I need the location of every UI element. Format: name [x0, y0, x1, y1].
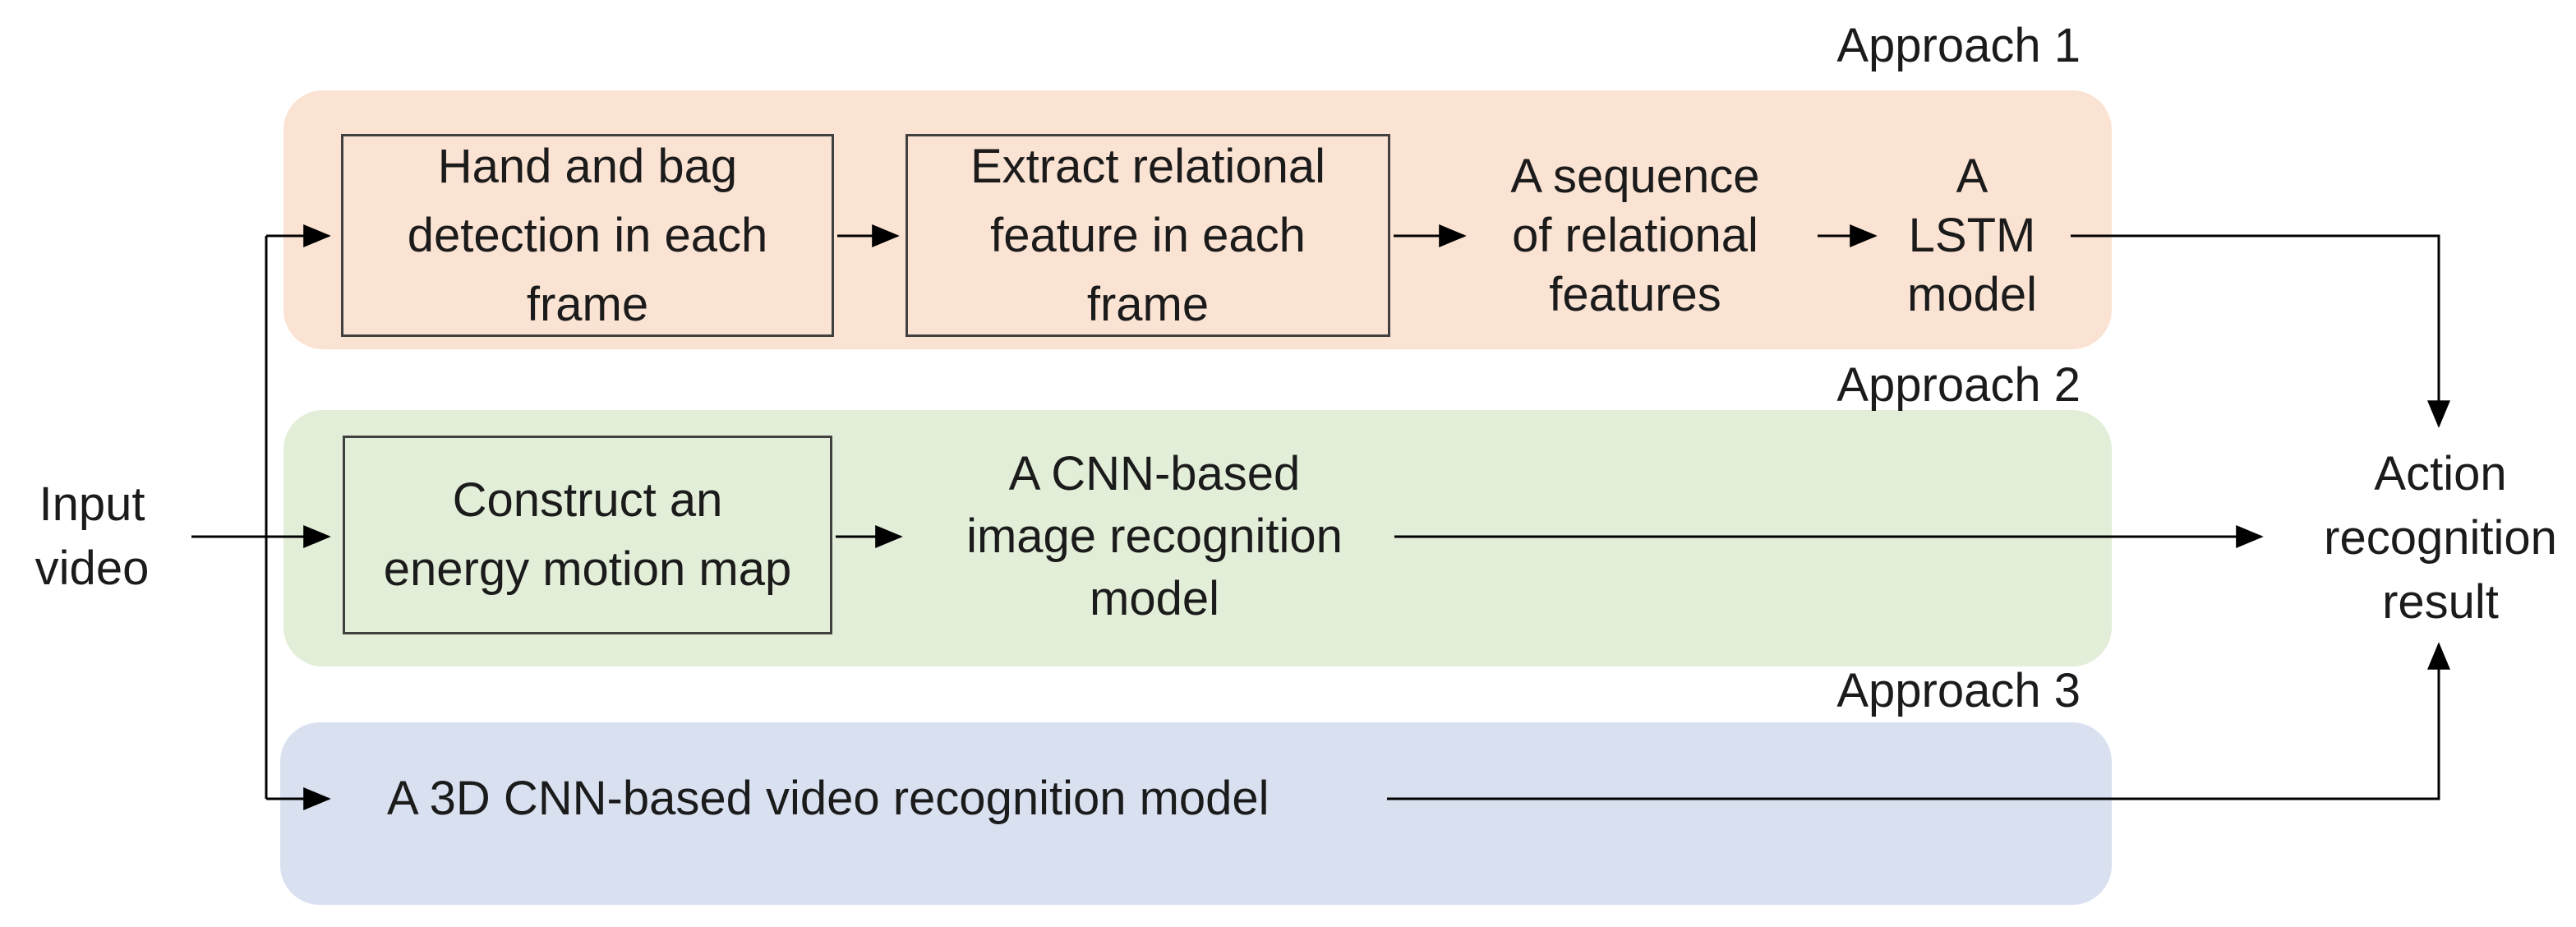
panel-approach-2 [283, 410, 2112, 666]
approach-1-label: Approach 1 [1836, 19, 2081, 72]
step-text-lstm-model: A LSTM model [1907, 150, 2037, 321]
step-box-hand-bag-detection: Hand and bag detection in each frame [341, 134, 834, 337]
step-box-hand-bag-detection-text: Hand and bag detection in each frame [407, 139, 768, 331]
arrow-lstm-to-result [2071, 234, 2450, 428]
step-text-cnn-image-recognition-model: A CNN-based image recognition model [966, 447, 1343, 625]
step-text-3d-cnn-video-recognition-model: A 3D CNN-based video recognition model [387, 772, 1270, 825]
step-text-sequence-of-relational-features: A sequence of relational features [1510, 150, 1760, 321]
step-box-extract-relational-feature: Extract relational feature in each frame [906, 134, 1390, 337]
step-box-construct-energy-motion-map-text: Construct an energy motion map [383, 473, 792, 596]
input-video-label: Input video [35, 477, 150, 595]
approach-3-label: Approach 3 [1836, 664, 2081, 717]
panel-approach-1 [283, 90, 2112, 349]
step-box-construct-energy-motion-map: Construct an energy motion map [343, 436, 832, 634]
arrow-3dcnn-to-result [1387, 642, 2450, 800]
approach-2-label: Approach 2 [1836, 358, 2081, 412]
action-recognition-result-label: Action recognition result [2324, 447, 2557, 629]
panel-approach-3 [280, 722, 2112, 905]
step-box-extract-relational-feature-text: Extract relational feature in each frame [970, 139, 1325, 331]
